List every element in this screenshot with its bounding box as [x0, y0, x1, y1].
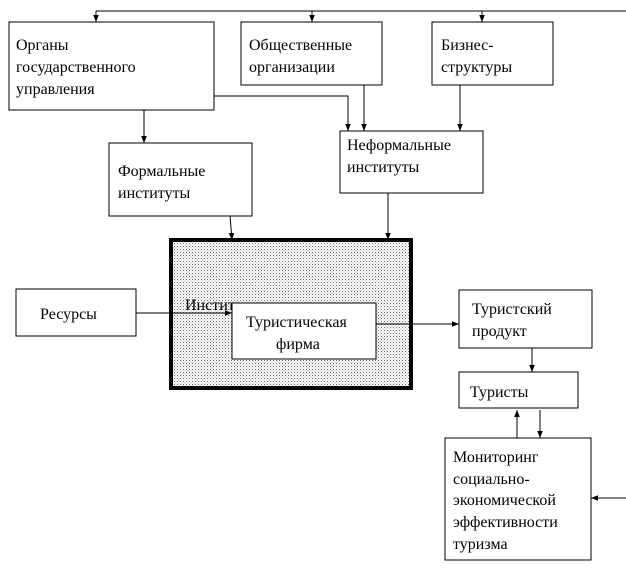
informal-institutions-text: Неформальные институты: [347, 137, 455, 176]
tourists-box: Туристы: [458, 371, 579, 409]
gov-bodies-text: Органы государственного управления: [16, 37, 140, 98]
monitoring-text: Мониторинг социально- экономической эффе…: [453, 449, 562, 553]
tourist-product-text: Туристский продукт: [472, 301, 556, 340]
gov-bodies-box: Органы государственного управления: [8, 21, 215, 111]
formal-institutions-box: Формальные институты: [108, 142, 253, 217]
connectors-feedback: [514, 410, 626, 501]
tourist-product-box: Туристский продукт: [458, 289, 593, 349]
connectors-to-environment: [228, 193, 391, 241]
connector-top-bus: [93, 10, 626, 22]
monitoring-box: Мониторинг социально- экономической эффе…: [444, 437, 592, 561]
connectors-flow: [136, 310, 459, 327]
resources-text: Ресурсы: [40, 306, 97, 323]
public-orgs-text: Общественные организации: [249, 37, 356, 76]
tourist-firm-box: Туристическая фирма: [231, 302, 377, 360]
business-structures-box: Бизнес- структуры: [431, 21, 554, 86]
tourist-firm-text: Туристическая фирма: [246, 314, 351, 353]
connectors-middle: [141, 85, 463, 143]
tourists-text: Туристы: [470, 384, 529, 401]
business-structures-text: Бизнес- структуры: [441, 37, 512, 76]
resources-box: Ресурсы: [15, 288, 137, 337]
informal-institutions-box: Неформальные институты: [339, 130, 484, 194]
public-orgs-box: Общественные организации: [240, 21, 383, 86]
formal-institutions-text: Формальные институты: [118, 163, 209, 202]
